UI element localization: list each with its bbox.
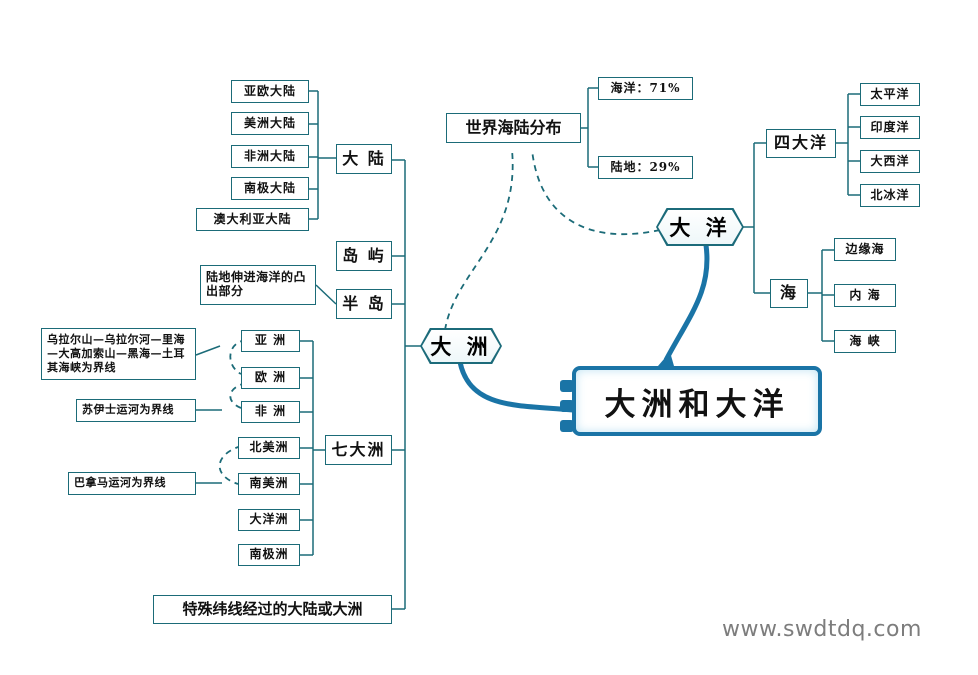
mainland-item-label: 非洲大陆 [243,148,296,163]
sea-label: 海 [779,283,798,303]
land-share: 陆地：29% [598,156,693,179]
continent-item-label: 南极洲 [249,547,289,562]
continent-item-label: 南美洲 [249,476,289,491]
continent-item-south-america: 南美洲 [238,473,300,495]
continent-item-label: 亚 洲 [254,333,287,348]
land-share-label: 陆地：29% [610,159,681,174]
asia-africa-boundary-text: 苏伊士运河为界线 [82,403,174,417]
ocean-item-label: 北冰洋 [870,187,910,202]
central-topic: 大洲和大洋 [572,366,822,436]
mainland-item-label: 澳大利亚大陆 [213,211,292,226]
continent-item-north-america: 北美洲 [238,437,300,459]
ocean-item-indian: 印度洋 [860,116,920,139]
peninsula-note-text: 陆地伸进海洋的凸出部分 [206,270,307,298]
continent-item-label: 北美洲 [249,440,289,455]
central-topic-label: 大洲和大洋 [604,386,790,423]
mainland-item-label: 南极大陆 [243,180,296,195]
peninsula-note: 陆地伸进海洋的凸出部分 [200,265,316,305]
sea-item-label: 海 峡 [849,333,881,348]
sea-item-label: 边缘海 [845,241,885,256]
four-oceans-node: 四大洋 [766,129,836,158]
mainland-item: 美洲大陆 [231,112,309,135]
island-label: 岛 屿 [342,245,386,265]
seven-continents-node: 七大洲 [325,435,392,465]
asia-europe-boundary-text: 乌拉尔山—乌拉尔河—里海—大高加索山—黑海—土耳其海峡为界线 [47,333,185,374]
ocean-item-label: 大西洋 [870,153,910,168]
continent-item-antarctica: 南极洲 [238,544,300,566]
oceans-node-label: 大 洋 [669,215,731,240]
land-sea-distribution-label: 世界海陆分布 [465,117,562,137]
seven-continents-label: 七大洲 [331,439,386,459]
sea-item-label: 内 海 [849,287,881,302]
ocean-item-pacific: 太平洋 [860,83,920,106]
continents-node: 大 洲 [420,328,502,364]
ocean-item-label: 印度洋 [870,119,910,134]
center-tab-decoration [560,380,574,392]
americas-boundary-note: 巴拿马运河为界线 [68,472,196,495]
continents-node-label: 大 洲 [430,334,492,359]
watermark: www.swdtdq.com [722,617,922,642]
ocean-item-label: 太平洋 [870,86,910,101]
ocean-share-label: 海洋：71% [610,80,681,95]
ocean-item-arctic: 北冰洋 [860,184,920,207]
continent-item-label: 大洋洲 [249,512,289,527]
mainland-item: 澳大利亚大陆 [196,208,309,231]
continent-item-label: 非 洲 [254,404,287,419]
continent-item-asia: 亚 洲 [241,330,300,352]
mainland-item-label: 美洲大陆 [243,115,296,130]
mainland-item: 非洲大陆 [231,145,309,168]
mainland-item: 南极大陆 [231,177,309,200]
ocean-item-atlantic: 大西洋 [860,150,920,173]
mainland-item: 亚欧大陆 [231,80,309,103]
land-sea-distribution-node: 世界海陆分布 [446,113,581,143]
sea-item-inland: 内 海 [834,284,896,307]
americas-boundary-text: 巴拿马运河为界线 [74,476,166,490]
ocean-share: 海洋：71% [598,77,693,100]
mainland-item-label: 亚欧大陆 [243,83,296,98]
continent-item-label: 欧 洲 [254,370,287,385]
center-tab-decoration [560,420,574,432]
island-node: 岛 屿 [336,241,392,271]
continent-item-africa: 非 洲 [241,401,300,423]
mainland-node: 大 陆 [336,144,392,174]
peninsula-label: 半 岛 [342,293,386,313]
oceans-node: 大 洋 [656,208,744,246]
special-latitude-node: 特殊纬线经过的大陆或大洲 [153,595,392,624]
asia-europe-boundary-note: 乌拉尔山—乌拉尔河—里海—大高加索山—黑海—土耳其海峡为界线 [41,328,196,380]
peninsula-node: 半 岛 [336,289,392,319]
sea-node: 海 [770,279,808,308]
sea-item-marginal: 边缘海 [834,238,896,261]
center-tab-decoration [560,400,574,412]
four-oceans-label: 四大洋 [773,133,828,153]
continent-item-europe: 欧 洲 [241,367,300,389]
mainland-label: 大 陆 [342,148,386,168]
continent-item-oceania: 大洋洲 [238,509,300,531]
special-latitude-label: 特殊纬线经过的大陆或大洲 [182,599,363,618]
asia-africa-boundary-note: 苏伊士运河为界线 [76,399,196,422]
sea-item-strait: 海 峡 [834,330,896,353]
